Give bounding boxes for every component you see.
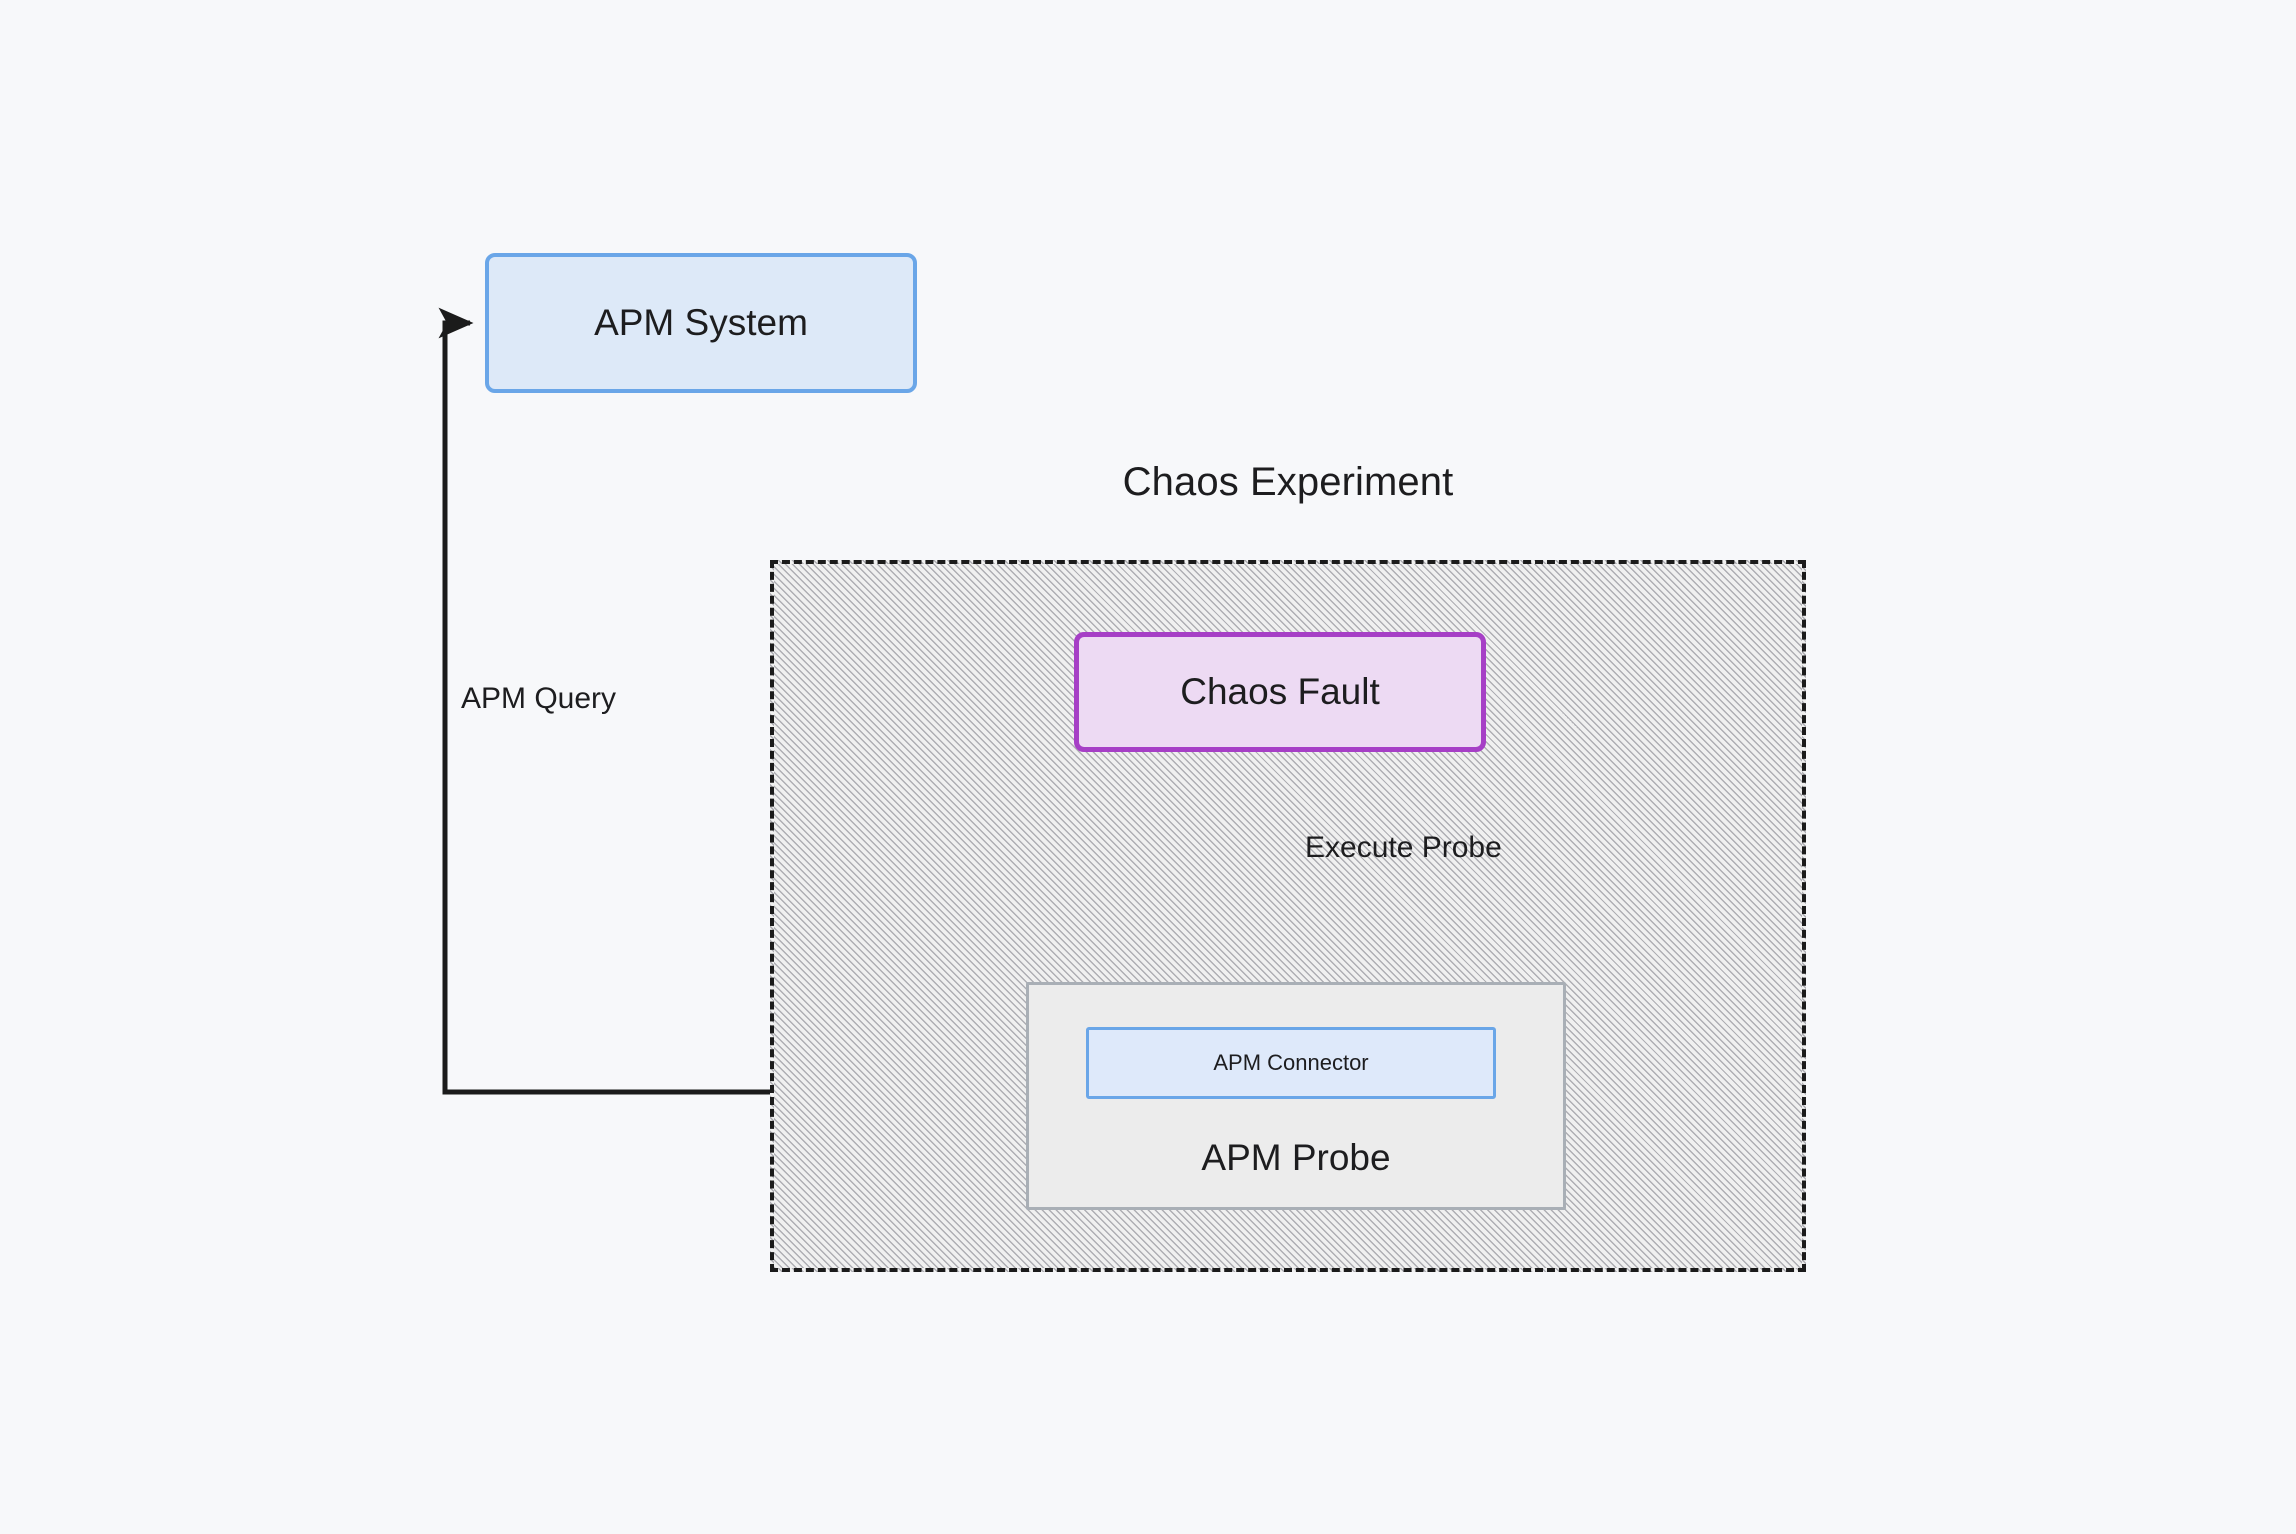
node-chaos-fault[interactable]: Chaos Fault [1074, 632, 1486, 752]
node-apm-connector[interactable]: APM Connector [1086, 1027, 1496, 1099]
node-apm-connector-label: APM Connector [1213, 1050, 1369, 1075]
node-apm-system-label: APM System [594, 302, 808, 343]
edge-label-apm-query: APM Query [461, 682, 617, 715]
group-title-chaos-experiment: Chaos Experiment [1122, 460, 1454, 504]
node-apm-probe-label: APM Probe [1201, 1137, 1391, 1178]
edge-label-execute-probe: Execute Probe [1305, 831, 1502, 864]
node-apm-probe[interactable]: APM Connector APM Probe [1026, 982, 1566, 1210]
node-apm-system[interactable]: APM System [485, 253, 917, 393]
node-chaos-fault-label: Chaos Fault [1180, 671, 1380, 712]
